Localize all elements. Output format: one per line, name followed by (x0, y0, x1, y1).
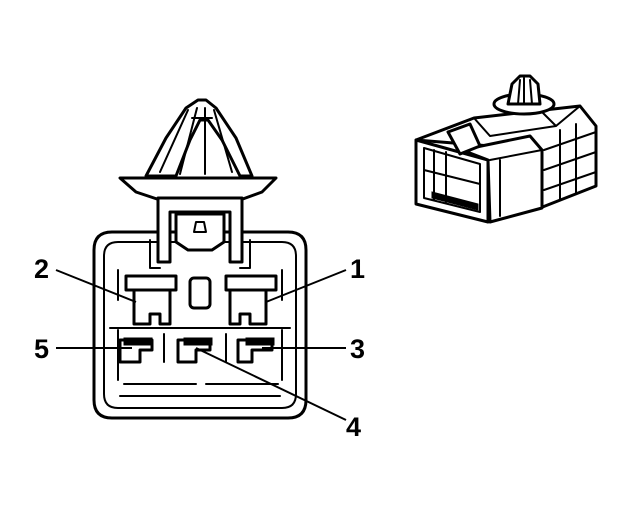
latch-stem (149, 196, 251, 269)
terminal-cavity-4 (176, 337, 213, 364)
leader-line-4 (195, 347, 347, 421)
pin-label-5: 5 (34, 334, 49, 364)
isometric-locking-clip (492, 74, 556, 116)
terminal-cavity-2 (124, 274, 178, 326)
leader-line-1 (265, 269, 347, 303)
pin-label-3: 3 (350, 334, 365, 364)
terminal-cavity-5 (118, 337, 154, 364)
terminal-cavity-3 (236, 337, 275, 364)
locking-clip (144, 98, 254, 178)
pin-label-4: 4 (346, 412, 361, 442)
connector-face-view: 2 1 5 3 4 (34, 98, 365, 442)
pin-label-2: 2 (34, 254, 49, 284)
connector-housing (92, 230, 308, 420)
center-key-post (188, 276, 212, 310)
cavity-separators (163, 333, 227, 363)
connector-isometric-view (414, 74, 598, 224)
pin-label-1: 1 (350, 254, 365, 284)
terminal-cavity-1 (224, 274, 278, 326)
housing-inner-wall (103, 241, 297, 409)
leader-line-2 (55, 269, 137, 303)
